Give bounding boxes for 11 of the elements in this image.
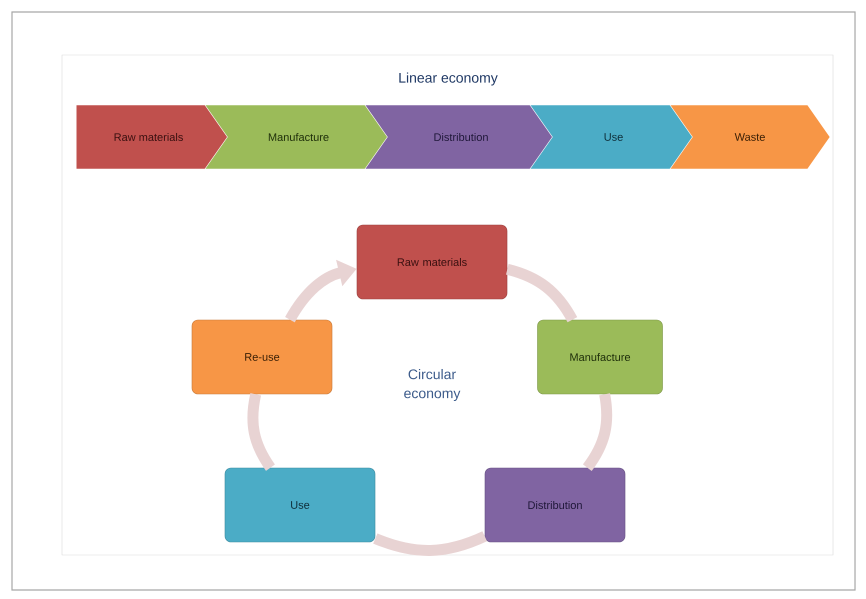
process-step: Waste — [669, 104, 830, 170]
process-box: Raw materials — [356, 224, 508, 300]
process-step: Distribution — [364, 104, 558, 170]
process-box: Use — [224, 468, 376, 542]
process-box: Distribution — [484, 468, 626, 542]
process-step: Use — [529, 104, 698, 170]
heading: Linear economy — [399, 72, 498, 86]
process-box: Manufacture — [537, 320, 663, 394]
center-label: Circular economy — [404, 368, 460, 402]
process-box: Re-use — [192, 320, 332, 394]
process-step: Manufacture — [204, 104, 392, 170]
